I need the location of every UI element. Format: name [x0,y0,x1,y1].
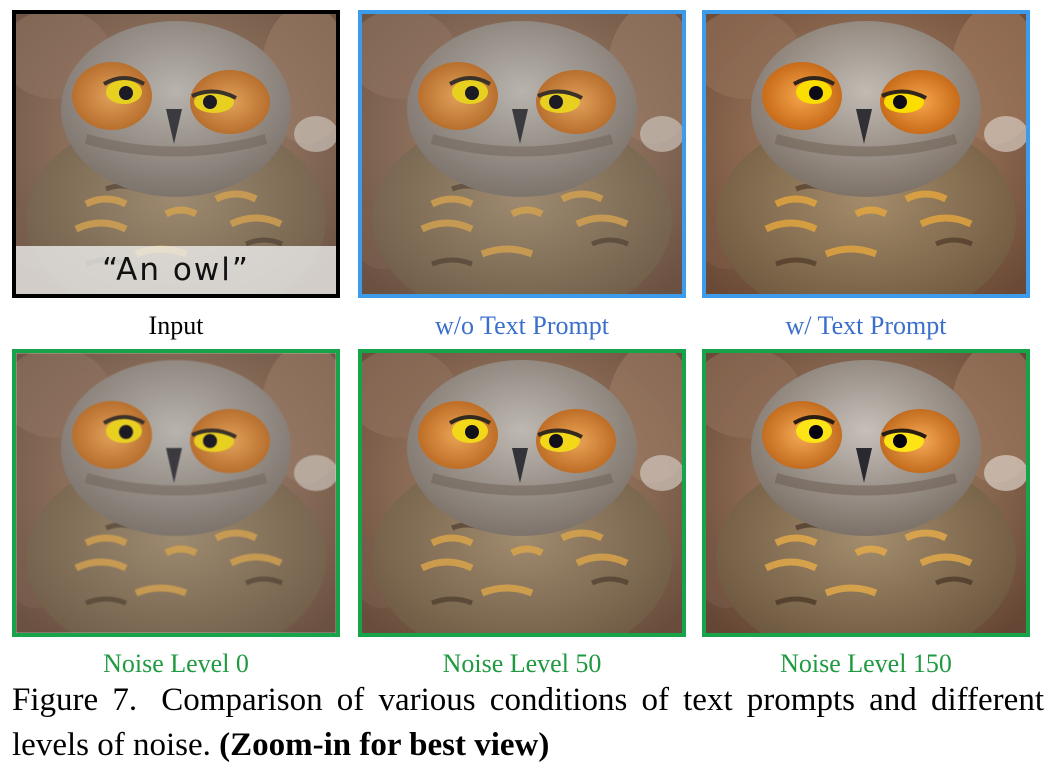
owl-image-noise-50 [362,353,682,633]
panel-w-text-prompt [702,10,1030,298]
panel-noise-50 [358,349,686,637]
caption-noise-150: Noise Level 150 [780,649,952,678]
figure-caption: Figure 7. Comparison of various conditio… [12,678,1044,768]
text-prompt-overlay: “An owl” [16,246,336,294]
caption-noise-50: Noise Level 50 [442,649,602,678]
caption-input: Input [148,311,204,340]
owl-image-noise-0 [16,353,336,633]
caption-noise-0: Noise Level 0 [103,649,249,678]
caption-wo-text-prompt: w/o Text Prompt [435,311,609,340]
owl-image-noise-150 [706,353,1026,633]
panel-wo-text-prompt [358,10,686,298]
figure-label: Figure 7. [12,682,138,718]
owl-image-w-text [706,14,1026,294]
figure-text: Comparison of various conditions of text… [12,682,1044,763]
panel-input: “An owl” [12,10,340,298]
caption-w-text-prompt: w/ Text Prompt [785,311,947,340]
panel-noise-0 [12,349,340,637]
panel-noise-150 [702,349,1030,637]
figure-emphasis: (Zoom-in for best view) [219,727,550,763]
owl-image-wo-text [362,14,682,294]
